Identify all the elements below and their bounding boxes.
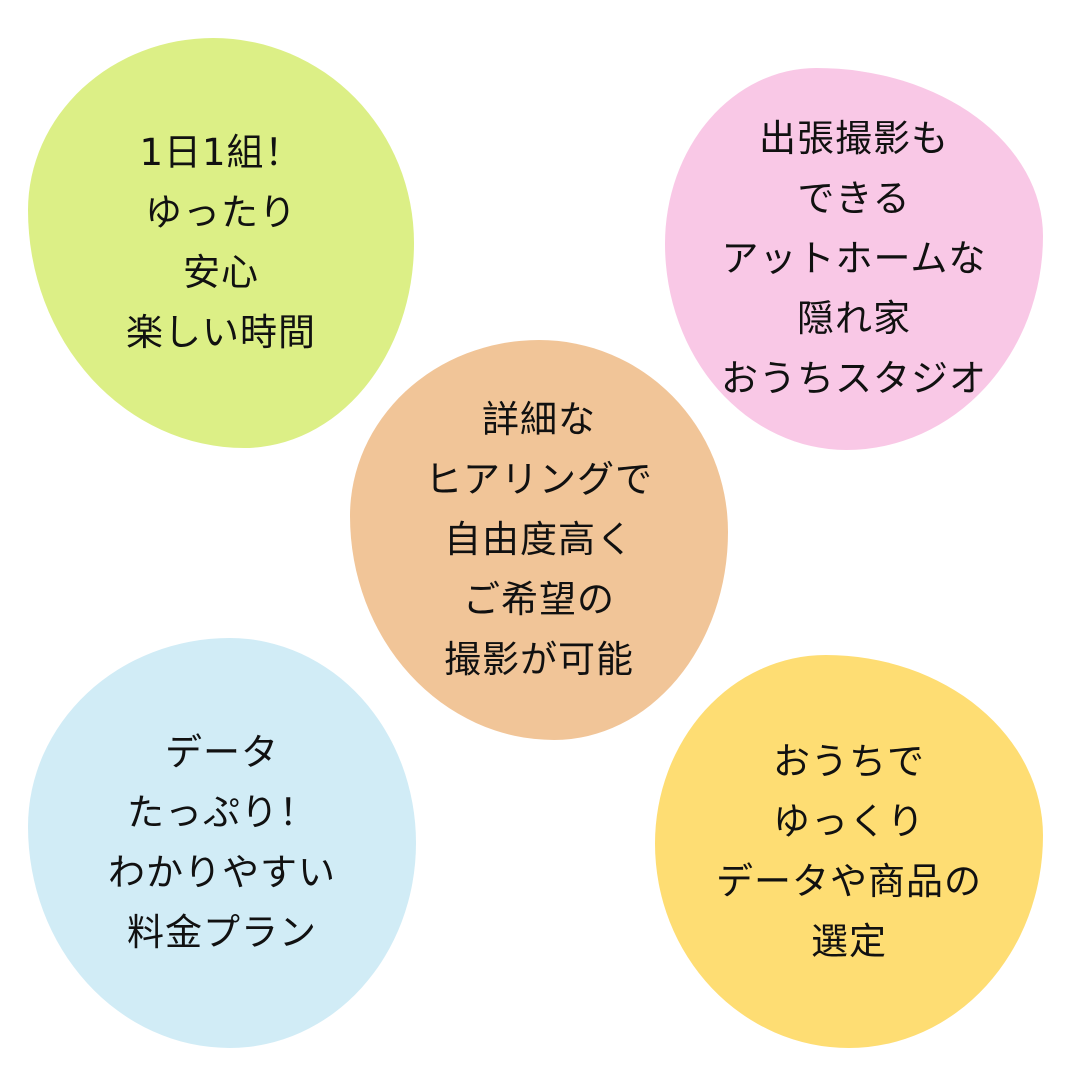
bubble-text-line: 詳細な xyxy=(482,398,596,441)
bubble-text-line: アットホームな xyxy=(721,237,987,280)
bubble-text-line: ご希望の xyxy=(463,578,615,621)
feature-bubble-home-selection: おうちで ゆっくり データや商品の 選定 xyxy=(655,655,1043,1048)
bubble-text-line: ゆったり xyxy=(145,191,297,234)
bubble-text-line: おうちスタジオ xyxy=(721,357,987,400)
bubble-text-line: わかりやすい xyxy=(108,851,336,894)
bubble-text-line: たっぷり！ xyxy=(127,791,317,834)
bubble-text-line: できる xyxy=(797,177,911,220)
bubble-text-line: 1日1組！ xyxy=(139,131,303,174)
bubble-text-line: 安心 xyxy=(183,251,259,294)
bubble-text-line: 選定 xyxy=(811,919,887,963)
bubble-text-line: ヒアリングで xyxy=(425,458,653,501)
bubble-text-line: ゆっくり xyxy=(773,799,925,843)
bubble-text-line: 隠れ家 xyxy=(797,297,911,340)
bubble-text-line: 楽しい時間 xyxy=(126,311,316,354)
feature-bubble-detailed-hearing: 詳細な ヒアリングで 自由度高く ご希望の 撮影が可能 xyxy=(350,340,728,740)
feature-bubble-one-group-per-day: 1日1組！ ゆったり 安心 楽しい時間 xyxy=(28,38,414,448)
feature-bubble-pricing: データ たっぷり！ わかりやすい 料金プラン xyxy=(28,638,416,1048)
feature-bubble-home-studio: 出張撮影も できる アットホームな 隠れ家 おうちスタジオ xyxy=(665,68,1043,450)
bubble-text-line: 出張撮影も xyxy=(759,117,949,160)
bubble-text-line: データや商品の xyxy=(716,859,982,903)
bubble-text-line: 撮影が可能 xyxy=(444,638,634,681)
bubble-text-line: 料金プラン xyxy=(127,911,317,954)
bubble-text-line: 自由度高く xyxy=(444,518,634,561)
bubble-text-line: おうちで xyxy=(773,739,925,783)
bubble-text-line: データ xyxy=(165,731,279,774)
